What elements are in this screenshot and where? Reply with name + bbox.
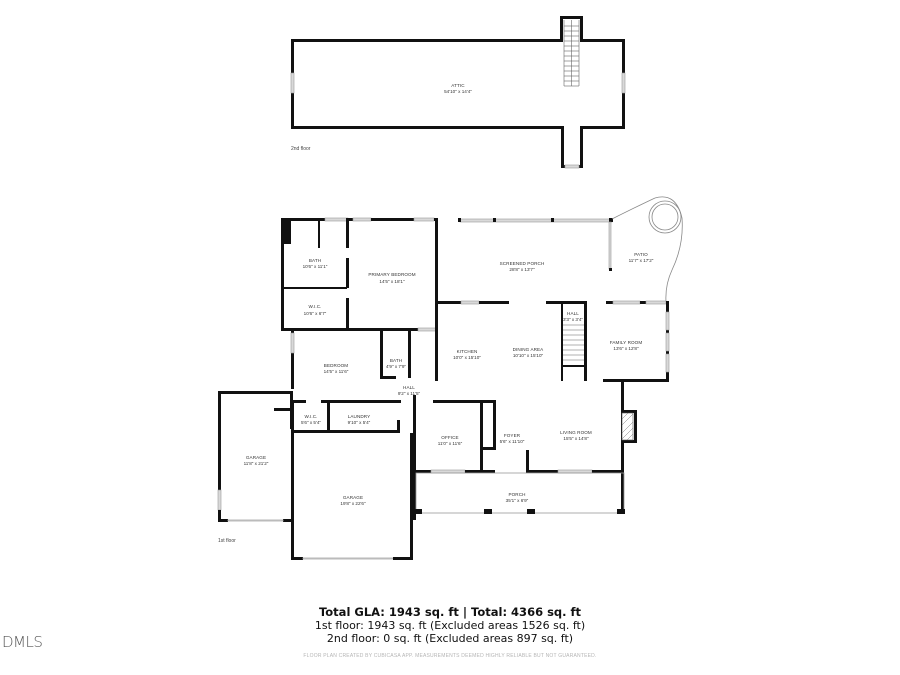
- floor-label-1st: 1st floor: [218, 538, 236, 544]
- floor-label-2nd: 2nd floor: [291, 146, 311, 152]
- room-label-patio: PATIO: [634, 252, 648, 257]
- room-dim-living-room: 15'5" x 14'8": [563, 436, 589, 441]
- room-dim-garage-2: 19'8" x 22'6": [340, 501, 366, 506]
- room-dim-garage-1: 11'8" x 21'2": [244, 461, 269, 466]
- room-dim-primary-bedroom: 14'5" x 18'1": [379, 279, 405, 284]
- room-dim-bath-2: 4'9" x 7'9": [386, 364, 406, 369]
- room-dim-bath-primary: 10'6" x 11'1": [303, 264, 328, 269]
- room-label-family-room: FAMILY ROOM: [610, 340, 643, 345]
- summary-second-floor: 2nd floor: 0 sq. ft (Excluded areas 897 …: [326, 632, 574, 645]
- second-floor-plan: ATTIC 54'10" x 14'4" 2nd floor: [290, 16, 626, 169]
- summary-first-floor: 1st floor: 1943 sq. ft (Excluded areas 1…: [314, 619, 586, 632]
- dmls-watermark: DMLS: [2, 633, 43, 651]
- room-label-garage-1: GARAGE: [246, 455, 266, 460]
- room-dim-hall-stair: 3'3" x 3'4": [563, 317, 583, 322]
- room-dim-porch: 35'1" x 6'9": [506, 498, 529, 503]
- room-dim-wic-2: 5'6" x 5'4": [301, 420, 321, 425]
- room-label-screened-porch: SCREENED PORCH: [500, 261, 545, 266]
- room-label-dining-area: DINING AREA: [513, 347, 545, 352]
- room-label-living-room: LIVING ROOM: [560, 430, 592, 435]
- room-dim-foyer: 5'6" x 11'10": [500, 439, 525, 444]
- room-dim-laundry: 9'10" x 5'4": [348, 420, 371, 425]
- room-label-hall-stair: HALL: [567, 311, 579, 316]
- room-label-bedroom: BEDROOM: [324, 363, 349, 368]
- room-label-wic-2: W.I.C.: [304, 414, 317, 419]
- room-dim-kitchen: 10'0" x 15'10": [453, 355, 481, 360]
- room-label-bath-2: BATH: [390, 358, 402, 363]
- room-dim-hall: 9'2" x 11'5": [398, 391, 421, 396]
- room-dim-bedroom: 14'5" x 11'6": [324, 369, 349, 374]
- room-dim-family-room: 13'6" x 12'8": [613, 346, 639, 351]
- room-label-garage-2: GARAGE: [343, 495, 363, 500]
- room-dim-attic: 54'10" x 14'4": [444, 89, 472, 94]
- disclaimer: FLOOR PLAN CREATED BY CUBICASA APP. MEAS…: [303, 653, 597, 659]
- room-label-office: OFFICE: [441, 435, 458, 440]
- room-dim-patio: 11'7" x 17'2": [629, 258, 654, 263]
- room-dim-wic-primary: 10'6" x 6'7": [304, 311, 327, 316]
- room-label-wic-primary: W.I.C.: [308, 304, 321, 309]
- room-label-porch: PORCH: [508, 492, 525, 497]
- room-dim-dining-area: 10'10" x 15'10": [513, 353, 544, 358]
- first-floor-plan: BATH 10'6" x 11'1" W.I.C. 10'6" x 6'7" P…: [217, 196, 683, 560]
- room-label-foyer: FOYER: [504, 433, 521, 438]
- room-label-primary-bedroom: PRIMARY BEDROOM: [368, 272, 415, 277]
- summary-total: Total GLA: 1943 sq. ft | Total: 4366 sq.…: [318, 605, 582, 619]
- room-label-attic: ATTIC: [451, 83, 465, 88]
- room-label-kitchen: KITCHEN: [457, 349, 478, 354]
- room-label-hall: HALL: [403, 385, 415, 390]
- room-dim-screened-porch: 28'8" x 13'7": [509, 267, 535, 272]
- room-dim-office: 11'0" x 11'6": [438, 441, 463, 446]
- room-label-laundry: LAUNDRY: [348, 414, 371, 419]
- room-label-bath-primary: BATH: [309, 258, 321, 263]
